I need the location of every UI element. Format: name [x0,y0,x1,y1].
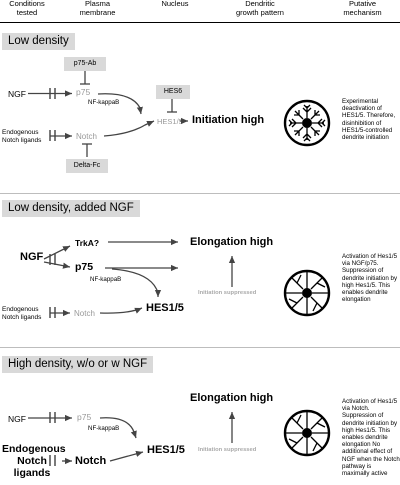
panel-separator [0,347,400,348]
header-rule [0,22,400,23]
panel3-mechanism: Activation of Hes1/5 via Notch. Suppress… [342,398,400,478]
ngf-label: NGF [8,414,26,424]
hes6-box: HES6 [156,85,190,99]
delta-fc-box: Delta-Fc [66,159,108,173]
arrows [43,238,236,317]
membrane-bars [49,88,56,141]
panel2-title: Low density, added NGF [2,200,140,217]
nfkb-label: NF-kappaB [90,276,122,283]
panel2-mechanism: Activation of Hes1/5 via NGF/p75. Suppre… [342,253,398,304]
header-plasma-membrane: Plasma membrane [79,0,116,17]
panel3-title: High density, w/o or w NGF [2,356,154,373]
hes15-label: HES1/5 [157,117,183,126]
neuron-initiation-icon [283,99,331,147]
nfkb-label: NF-kappaB [88,425,120,432]
endogenous-notch-ligands: Endogenous Notch ligands [2,129,42,144]
hes15-label: HES1/5 [146,302,184,314]
panel1-title: Low density [2,33,75,50]
p75-receptor: p75 [75,261,94,273]
arrows [28,412,236,465]
header-growth-pattern: Dendritic growth pattern [236,0,284,17]
hes15-label: HES1/5 [147,444,185,456]
notch-receptor: Notch [75,455,107,467]
membrane-bars [49,412,56,466]
elongation-high-label: Elongation high [190,236,274,248]
p75-receptor: p75 [77,412,92,422]
header-mechanism: Putative mechanism [343,0,382,17]
header-nucleus: Nucleus [161,0,189,8]
endogenous-notch-ligands: Endogenous Notch ligands [2,306,42,321]
p75-receptor: p75 [76,87,91,97]
initiation-suppressed-label: Initiation suppressed [198,290,257,296]
ngf-label: NGF [20,251,44,263]
initiation-suppressed-label: Initiation suppressed [198,447,257,453]
endogenous-notch-ligands: Endogenous Notch ligands [2,443,66,479]
neuron-elongation-icon [283,409,331,457]
arrows [28,90,188,140]
ngf-label: NGF [8,89,26,99]
panel-separator [0,193,400,194]
notch-receptor: Notch [76,132,97,141]
panel1-mechanism: Experimental deactivation of HES1/5. The… [342,98,396,142]
trka-label: TrkA? [75,238,100,248]
p75-antibody-box: p75-Ab [64,57,106,71]
neuron-elongation-icon [283,269,331,317]
header-conditions: Conditions tested [9,0,45,17]
nfkb-label: NF-kappaB [88,99,120,106]
inhibition-lines [80,71,177,157]
notch-receptor: Notch [74,309,95,318]
initiation-high-label: Initiation high [192,114,265,126]
elongation-high-label: Elongation high [190,392,274,404]
